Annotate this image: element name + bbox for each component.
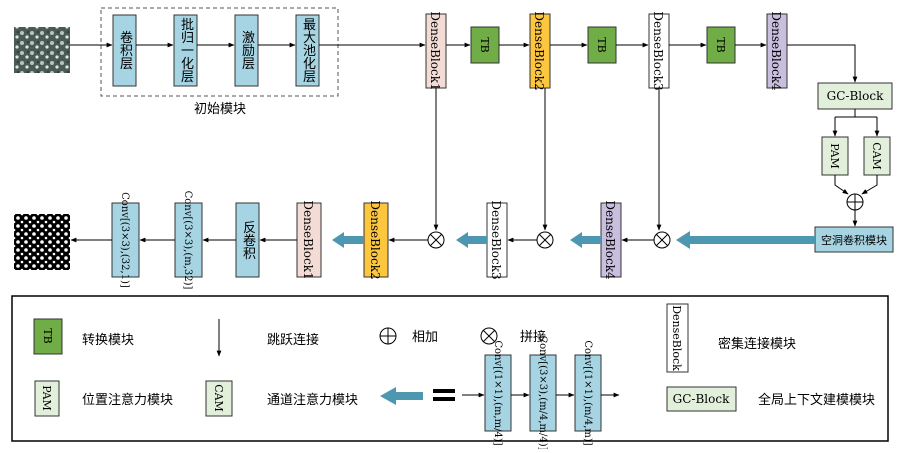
encoder-tb3: TB	[706, 26, 736, 64]
svg-text:DenseBlock3: DenseBlock3	[651, 11, 665, 90]
svg-text:PAM: PAM	[828, 143, 841, 169]
svg-text:空洞卷积模块: 空洞卷积模块	[821, 233, 887, 247]
svg-text:DenseBlock1: DenseBlock1	[301, 200, 315, 279]
cam-block: CAM	[863, 136, 891, 176]
decoder-denseblock3: DenseBlock3	[486, 200, 508, 280]
svg-text:密集连接模块: 密集连接模块	[718, 336, 796, 352]
legend-cam: CAM 通道注意力模块	[205, 380, 358, 417]
svg-text:转换模块: 转换模块	[82, 333, 134, 348]
output-image	[14, 214, 70, 270]
svg-text:GC-Block: GC-Block	[827, 89, 884, 103]
svg-text:反卷积: 反卷积	[240, 221, 256, 260]
encoder-tb1: TB	[470, 26, 500, 64]
svg-text:跳跃连接: 跳跃连接	[267, 332, 319, 348]
svg-text:Conv[(3×3),(m,32)]: Conv[(3×3),(m,32)]	[182, 191, 193, 290]
svg-text:DenseBlock2: DenseBlock2	[532, 11, 546, 90]
svg-text:Conv[(1×1),(m,m/4)]: Conv[(1×1),(m,m/4)]	[492, 340, 503, 445]
add-operator	[846, 193, 864, 211]
svg-text:DenseBlock: DenseBlock	[670, 305, 683, 371]
decoder-denseblock1: DenseBlock1	[296, 200, 322, 280]
svg-text:TB: TB	[478, 37, 491, 52]
legend-frame	[11, 295, 889, 442]
concat-operator-3	[653, 231, 671, 249]
svg-text:DenseBlock2: DenseBlock2	[368, 200, 382, 279]
decoder-denseblock4: DenseBlock4	[600, 200, 622, 280]
batchnorm-layer: 批归一化层	[173, 14, 198, 87]
conv-layer: 卷积层	[112, 14, 137, 87]
svg-text:TB: TB	[595, 37, 608, 52]
svg-text:TB: TB	[714, 37, 727, 52]
svg-text:DenseBlock4: DenseBlock4	[603, 200, 617, 280]
activation-layer: 激励层	[234, 14, 259, 87]
activation-layer-label: 激励层	[239, 31, 255, 71]
svg-text:Conv[(3×3),(32,1)]: Conv[(3×3),(32,1)]	[119, 192, 130, 288]
svg-text:GC-Block: GC-Block	[673, 392, 730, 406]
legend-gc: GC-Block 全局上下文建模模块	[666, 386, 875, 412]
svg-text:CAM: CAM	[870, 142, 883, 170]
legend-concat: 拼接	[480, 327, 546, 345]
svg-text:Conv[(3×3),(m/4,m/4)]: Conv[(3×3),(m/4,m/4)]	[537, 335, 548, 449]
aspp-block: 空洞卷积模块	[814, 226, 894, 253]
decoder-conv-b: Conv[(3×3),(32,1)]	[111, 192, 140, 288]
svg-text:Conv[(1×1),(m/4,m)]: Conv[(1×1),(m/4,m)]	[582, 340, 593, 445]
concat-operator-2	[536, 231, 554, 249]
decoder-conv-a: Conv[(3×3),(m,32)]	[174, 191, 203, 290]
encoder-denseblock2: DenseBlock2	[529, 11, 551, 91]
conv-layer-label: 卷积层	[117, 30, 133, 71]
legend-pam: PAM 位置注意力模块	[34, 380, 173, 417]
svg-text:DenseBlock1: DenseBlock1	[428, 11, 442, 90]
initial-module-frame	[100, 7, 339, 97]
svg-text:拼接: 拼接	[520, 329, 546, 345]
svg-text:TB: TB	[41, 328, 54, 343]
encoder-denseblock1: DenseBlock1	[425, 11, 447, 91]
maxpool-layer-label: 最大池化层	[300, 18, 316, 84]
encoder-denseblock3: DenseBlock3	[648, 11, 670, 91]
svg-text:通道注意力模块: 通道注意力模块	[267, 392, 358, 408]
svg-text:CAM: CAM	[212, 384, 225, 412]
svg-text:全局上下文建模模块: 全局上下文建模模块	[758, 392, 875, 408]
legend-upsample-arrow: Conv[(1×1),(m,m/4)] Conv[(3×3),(m/4,m/4)…	[380, 335, 620, 451]
gc-block: GC-Block	[817, 82, 893, 110]
svg-text:相加: 相加	[412, 330, 438, 345]
pam-block: PAM	[821, 136, 849, 176]
encoder-denseblock4: DenseBlock4	[766, 11, 788, 91]
svg-text:DenseBlock3: DenseBlock3	[489, 200, 503, 279]
decoder-denseblock2: DenseBlock2	[363, 200, 389, 280]
legend-add: 相加	[379, 327, 438, 345]
svg-text:位置注意力模块: 位置注意力模块	[82, 392, 173, 408]
legend-skip: 跳跃连接	[216, 319, 319, 357]
concat-operator-1	[427, 231, 445, 249]
upsample-arrow	[676, 231, 815, 249]
encoder-tb2: TB	[587, 26, 617, 64]
legend-dense: DenseBlock 密集连接模块	[666, 303, 796, 373]
legend-tb: TB 转换模块	[33, 318, 134, 355]
input-image	[14, 27, 70, 73]
svg-text:DenseBlock4: DenseBlock4	[769, 11, 783, 91]
batchnorm-layer-label: 批归一化层	[178, 18, 194, 84]
initial-module-caption: 初始模块	[194, 102, 246, 117]
maxpool-layer: 最大池化层	[295, 14, 320, 87]
svg-text:PAM: PAM	[40, 385, 53, 411]
deconv-layer: 反卷积	[235, 202, 260, 278]
